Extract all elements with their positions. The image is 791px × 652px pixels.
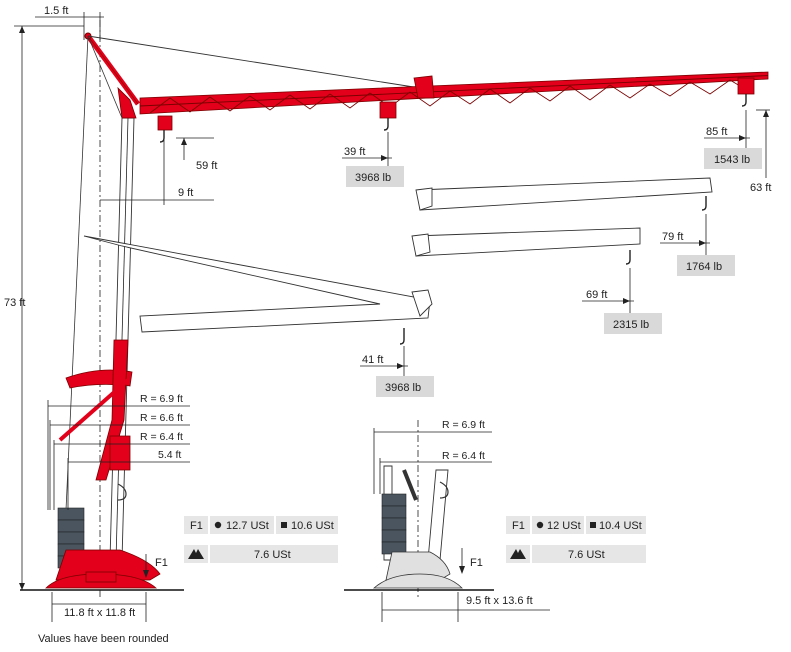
- left-value-a: 12.7 USt: [226, 520, 269, 532]
- load-79ft-radius: 79 ft: [662, 231, 683, 243]
- radius-6-9-right: R = 6.9 ft: [442, 419, 485, 431]
- height-dimension: 73 ft: [4, 25, 84, 590]
- right-footprint-label: 9.5 ft x 13.6 ft: [466, 595, 533, 607]
- bullet-dot-icon: [536, 521, 544, 529]
- jib-tip-height-label: 63 ft: [750, 182, 771, 194]
- right-f1-label: F1: [512, 520, 525, 532]
- load-41ft-weight: 3968 lb: [385, 382, 421, 394]
- square-bullet-icon: [590, 522, 596, 528]
- load-39ft-weight: 3968 lb: [355, 172, 391, 184]
- load-85ft: [704, 109, 770, 178]
- radius-6-4-right: R = 6.4 ft: [442, 450, 485, 462]
- load-69ft-radius: 69 ft: [586, 289, 607, 301]
- right-outrigger-value: 7.6 USt: [568, 549, 605, 561]
- load-69ft: [582, 268, 662, 334]
- top-offset-label: 1.5 ft: [44, 5, 68, 17]
- height-label: 73 ft: [4, 297, 25, 309]
- outrigger-icon: [188, 549, 204, 559]
- left-force-arrow: [143, 554, 149, 578]
- radius-6-4-left: R = 6.4 ft: [140, 431, 183, 443]
- right-value-b: 10.4 USt: [599, 520, 642, 532]
- right-force-arrow: [459, 548, 465, 574]
- load-79ft: [660, 214, 735, 276]
- tower-head: [117, 86, 137, 119]
- jib-pivot-joint: [413, 75, 435, 99]
- right-force-label: F1: [470, 557, 483, 569]
- radius-5-4-left: 5.4 ft: [158, 449, 181, 461]
- load-79ft-weight: 1764 lb: [686, 261, 722, 273]
- load-85ft-radius: 85 ft: [706, 126, 727, 138]
- bullet-dot-icon: [214, 521, 222, 529]
- right-footprint-dim: [381, 592, 550, 622]
- load-39ft-radius: 39 ft: [344, 146, 365, 158]
- radius-6-6-left: R = 6.6 ft: [140, 412, 183, 424]
- floating-jib-79ft: [415, 177, 713, 211]
- inner-hook-dims: [100, 137, 214, 205]
- hook-inner: [157, 115, 173, 143]
- load-41ft: [360, 346, 434, 397]
- counterweight-jib: [58, 339, 133, 481]
- right-value-a: 12 USt: [547, 520, 581, 532]
- hook-tip: [737, 77, 755, 107]
- left-base: [45, 483, 161, 589]
- left-f1-label: F1: [190, 520, 203, 532]
- radius-6-9-left: R = 6.9 ft: [140, 393, 183, 405]
- top-offset-dimension: 1.5 ft: [35, 5, 104, 40]
- left-footprint-label: 11.8 ft x 11.8 ft: [64, 607, 135, 619]
- main-jib: [139, 71, 769, 115]
- left-spec-table: [184, 516, 338, 563]
- left-force-label: F1: [155, 557, 168, 569]
- load-41ft-radius: 41 ft: [362, 354, 383, 366]
- lowered-jib: [83, 235, 433, 345]
- outrigger-icon: [510, 549, 526, 559]
- hook-39ft: [379, 101, 397, 131]
- load-85ft-weight: 1543 lb: [714, 154, 750, 166]
- counterweight-radii-left: [47, 400, 190, 510]
- left-footprint-dim: [51, 592, 147, 622]
- load-69ft-weight: 2315 lb: [613, 319, 649, 331]
- right-spec-table: [506, 516, 646, 563]
- inner-hook-height-label: 59 ft: [196, 160, 217, 172]
- rounding-note: Values have been rounded: [38, 633, 169, 645]
- square-bullet-icon: [281, 522, 287, 528]
- left-outrigger-value: 7.6 USt: [254, 549, 291, 561]
- left-crane: [45, 32, 769, 589]
- left-value-b: 10.6 USt: [291, 520, 334, 532]
- inner-radius-label: 9 ft: [178, 187, 193, 199]
- floating-jib-69ft: [411, 227, 641, 265]
- right-crane: [372, 420, 492, 600]
- load-39ft: [342, 132, 404, 187]
